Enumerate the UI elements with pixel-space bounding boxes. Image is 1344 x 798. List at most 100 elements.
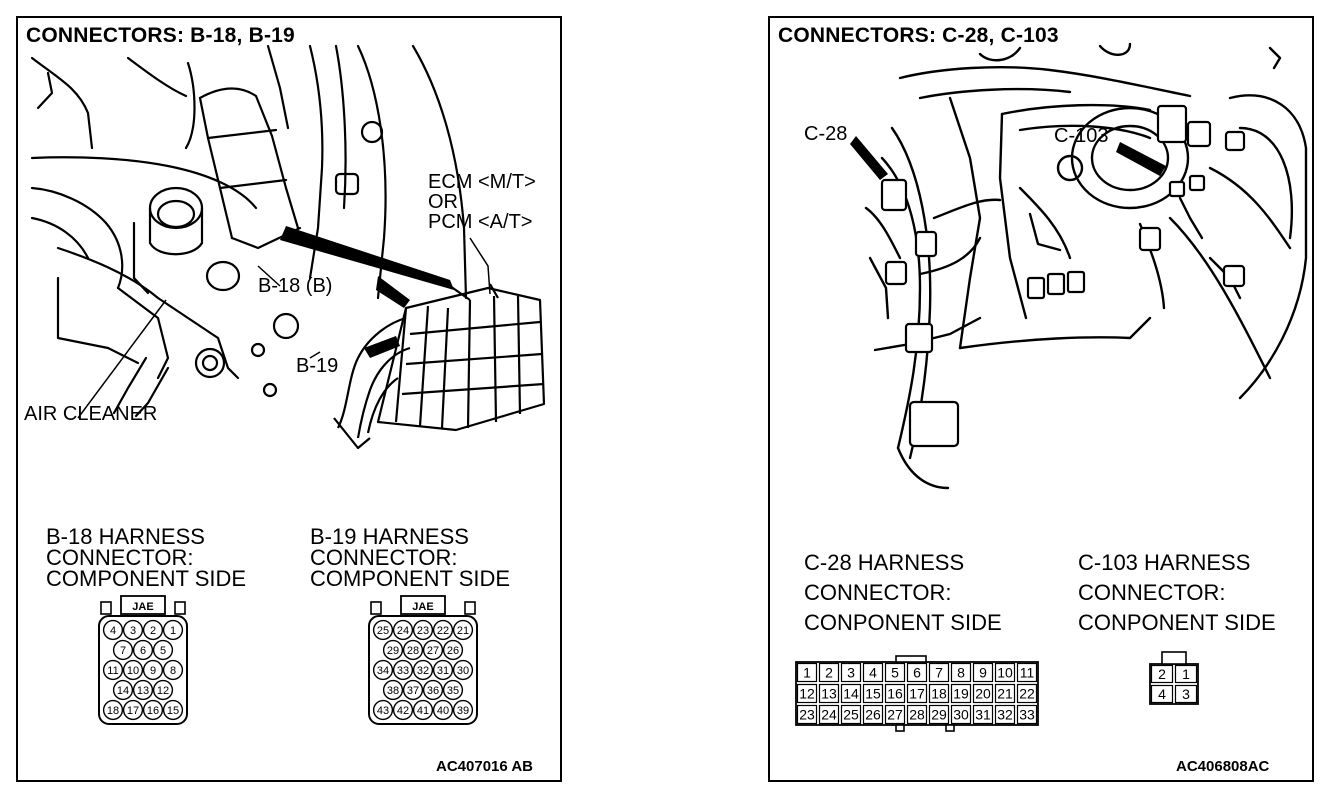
pin-cavity	[112, 679, 134, 701]
b19-jae-tag: JAE	[412, 601, 433, 613]
pin-cavity	[152, 639, 174, 661]
pin-cavity	[162, 619, 184, 641]
pin-cavity	[122, 659, 144, 681]
leader-wedge	[280, 226, 454, 290]
pin-cavity	[372, 699, 394, 721]
pin-number: 19	[953, 686, 969, 702]
pin-number: 7	[935, 665, 943, 681]
pin-cavity	[372, 659, 394, 681]
pin-cavity	[972, 704, 994, 725]
pin-number: 27	[427, 645, 439, 657]
pin-number: 36	[427, 685, 439, 697]
pin-cavity	[452, 699, 474, 721]
pin-cavity	[432, 699, 454, 721]
arrow-b18	[376, 276, 410, 308]
pin-cavity	[142, 619, 164, 641]
pin-number: 31	[975, 707, 991, 723]
pin-number: 22	[1019, 686, 1035, 702]
b18-jae-tag: JAE	[132, 601, 153, 613]
pin-number: 37	[407, 685, 419, 697]
pin-number: 9	[150, 665, 156, 677]
pin-cavity	[818, 662, 840, 683]
pin-cavity	[862, 683, 884, 704]
pin-number: 2	[825, 665, 833, 681]
pin-number: 23	[417, 625, 429, 637]
label-pcm: PCM <A/T>	[428, 211, 533, 233]
pin-cavity	[402, 679, 424, 701]
pin-cavity	[162, 659, 184, 681]
pin-cavity	[422, 639, 444, 661]
label-c28: C-28	[804, 123, 848, 145]
pin-cavity	[972, 683, 994, 704]
pin-cavity	[840, 704, 862, 725]
pin-number: 26	[447, 645, 459, 657]
label-b19: B-19	[296, 355, 339, 377]
pin-number: 12	[157, 685, 169, 697]
pin-cavity	[142, 659, 164, 681]
pin-number: 13	[137, 685, 149, 697]
pin-cavity	[884, 662, 906, 683]
pin-cavity	[796, 704, 818, 725]
pin-cavity	[1150, 684, 1174, 704]
pin-number: 40	[437, 705, 449, 717]
pin-cavity	[840, 683, 862, 704]
pin-cavity	[950, 704, 972, 725]
label-b18: B-18 (B)	[258, 275, 333, 297]
pin-number: 26	[865, 707, 881, 723]
c103-header: C-103 HARNESS CONNECTOR: CONPONENT SIDE	[1078, 550, 1276, 635]
pin-number: 28	[909, 707, 925, 723]
pin-number: 43	[377, 705, 389, 717]
pin-number: 3	[847, 665, 855, 681]
pin-number: 12	[799, 686, 815, 702]
pin-number: 14	[117, 685, 129, 697]
pin-cavity	[122, 699, 144, 721]
pin-number: 29	[931, 707, 947, 723]
pin-cavity	[402, 639, 424, 661]
pin-cavity	[862, 704, 884, 725]
pin-cavity	[994, 683, 1016, 704]
pin-cavity	[102, 659, 124, 681]
pin-number: 35	[447, 685, 459, 697]
ecm-module	[333, 283, 546, 450]
pin-number: 1	[803, 665, 811, 681]
pin-cavity	[906, 662, 928, 683]
pin-number: 10	[127, 665, 139, 677]
pin-number: 5	[160, 645, 166, 657]
pin-cavity	[162, 699, 184, 721]
pin-cavity	[818, 704, 840, 725]
pin-cavity	[442, 679, 464, 701]
pin-cavity	[392, 619, 414, 641]
pin-cavity	[432, 619, 454, 641]
pin-number: 39	[457, 705, 469, 717]
pin-number: 15	[865, 686, 881, 702]
pin-number: 41	[417, 705, 429, 717]
panel-title: CONNECTORS: B-18, B-19	[26, 24, 295, 47]
pin-cavity	[1174, 684, 1198, 704]
pin-cavity	[928, 683, 950, 704]
pin-number: 15	[167, 705, 179, 717]
pin-cavity	[102, 699, 124, 721]
pin-number: 3	[1182, 686, 1190, 702]
pin-cavity	[102, 619, 124, 641]
pin-cavity	[1150, 664, 1174, 684]
pin-cavity	[796, 683, 818, 704]
pin-number: 32	[417, 665, 429, 677]
pin-cavity	[1174, 664, 1198, 684]
pin-cavity	[432, 659, 454, 681]
pin-cavity	[452, 659, 474, 681]
pin-number: 10	[997, 665, 1013, 681]
pin-number: 23	[799, 707, 815, 723]
arrow-c28	[850, 136, 888, 180]
label-or: OR	[428, 191, 458, 213]
pin-cavity	[818, 683, 840, 704]
pin-number: 9	[979, 665, 987, 681]
pin-number: 38	[387, 685, 399, 697]
pin-cavity	[994, 662, 1016, 683]
pin-number: 25	[377, 625, 389, 637]
pin-cavity	[112, 639, 134, 661]
